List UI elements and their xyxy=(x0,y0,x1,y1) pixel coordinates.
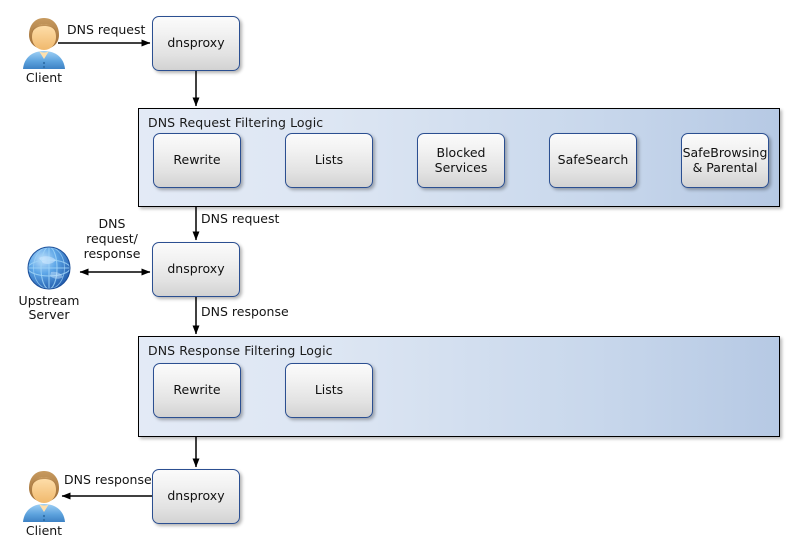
node-req-safebrowsing-label-line1: SafeBrowsing xyxy=(682,144,768,160)
edge-label-dnsproxy-to-response-filter: DNS response xyxy=(201,304,289,319)
node-res-lists-label: Lists xyxy=(314,382,344,398)
node-req-safebrowsing[interactable]: SafeBrowsing & Parental xyxy=(681,133,769,188)
node-req-blocked-services[interactable]: Blocked Services xyxy=(417,133,505,188)
edge-label-dnsproxy-upstream-line2: request/ xyxy=(86,231,138,246)
edge-label-dnsproxy-upstream-line1: DNS xyxy=(98,216,126,231)
node-req-blocked-services-label-line2: Services xyxy=(434,159,488,175)
actor-client-top xyxy=(21,16,67,70)
node-req-lists[interactable]: Lists xyxy=(285,133,373,188)
actor-upstream-server-caption-line2: Server xyxy=(28,307,70,322)
actor-client-bottom xyxy=(21,469,67,523)
edge-label-client-to-dnsproxy: DNS request xyxy=(67,22,146,37)
node-req-safesearch[interactable]: SafeSearch xyxy=(549,133,637,188)
node-dnsproxy-top[interactable]: dnsproxy xyxy=(152,16,240,71)
node-res-rewrite-label: Rewrite xyxy=(173,382,221,398)
actor-client-bottom-caption: Client xyxy=(25,523,63,538)
node-req-lists-label: Lists xyxy=(314,152,344,168)
edge-label-dnsproxy-to-request-filter: DNS request xyxy=(201,211,280,226)
node-req-blocked-services-label-line1: Blocked xyxy=(436,144,486,160)
group-response-filtering: DNS Response Filtering Logic xyxy=(138,336,780,437)
node-res-rewrite[interactable]: Rewrite xyxy=(153,363,241,418)
group-request-filtering-title: DNS Request Filtering Logic xyxy=(148,115,324,130)
person-icon xyxy=(23,471,65,522)
node-req-rewrite[interactable]: Rewrite xyxy=(153,133,241,188)
node-req-safesearch-label: SafeSearch xyxy=(557,152,629,168)
edge-label-dnsproxy-to-client: DNS response xyxy=(64,472,152,487)
node-dnsproxy-middle[interactable]: dnsproxy xyxy=(152,242,240,297)
actor-upstream-server-caption-line1: Upstream xyxy=(18,293,80,308)
node-dnsproxy-bottom-label: dnsproxy xyxy=(167,488,225,504)
node-dnsproxy-top-label: dnsproxy xyxy=(167,35,225,51)
node-res-lists[interactable]: Lists xyxy=(285,363,373,418)
node-dnsproxy-bottom[interactable]: dnsproxy xyxy=(152,469,240,524)
actor-client-top-caption: Client xyxy=(25,70,63,85)
group-response-filtering-title: DNS Response Filtering Logic xyxy=(148,343,333,358)
node-req-safebrowsing-label-line2: & Parental xyxy=(692,159,758,175)
node-dnsproxy-middle-label: dnsproxy xyxy=(167,261,225,277)
node-req-rewrite-label: Rewrite xyxy=(173,152,221,168)
globe-icon xyxy=(27,246,71,290)
edge-label-dnsproxy-upstream-line3: response xyxy=(83,246,141,261)
actor-upstream-server xyxy=(25,244,73,292)
person-icon xyxy=(23,18,65,69)
